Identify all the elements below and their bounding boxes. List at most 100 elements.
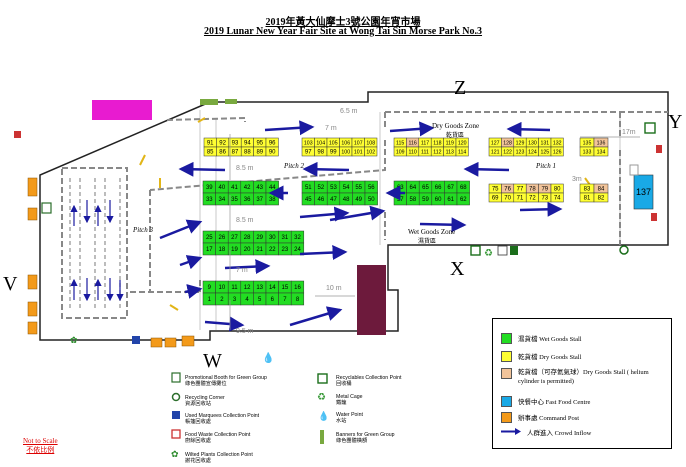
stall-number: 126 [553,150,562,156]
promotional-booth-icon [41,202,52,214]
stall-number: 24 [294,247,301,253]
stall-cell [550,146,564,157]
dry-zone-label: Dry Goods Zone [432,122,479,130]
stall-cell [364,146,378,157]
stall-number: 88 [244,150,251,156]
stall-cell [364,192,378,206]
stall-number: 34 [219,197,226,203]
stall-number: 135 [583,141,592,147]
stall-number: 49 [355,197,362,203]
wet-zone-label-zh: 濕貨區 [418,237,436,245]
distance-label: 6.5 m [340,108,358,115]
distance-label: 7 m [236,267,248,274]
stall-number: 127 [491,141,500,147]
stall-number: 11 [231,285,238,291]
command-post [27,321,38,335]
stall-number: 25 [206,235,213,241]
maroon-block [357,265,386,335]
stall-number: 133 [583,150,592,156]
legend-swatch-fastfood [501,396,512,407]
stall-number: 69 [492,196,499,202]
distance-label: 7 m [325,125,337,132]
recycling-corner-icon [619,245,629,255]
stall-number: 27 [231,235,238,241]
water-point-icon: 💧 [262,351,274,364]
stall-cell [290,292,305,306]
stall-number: 108 [366,141,375,147]
stall-number: 60 [435,197,442,203]
stall-number: 50 [368,197,375,203]
stall-number: 125 [540,150,549,156]
metal-cage-icon: ♻ [317,392,326,403]
stall-number: 41 [231,185,238,191]
legend: 濕貨檔 Wet Goods Stall 乾貨檔 Dry Goods Stall … [492,318,672,449]
wilted-plants-icon: ✿ [171,449,179,459]
stall-number: 89 [256,150,263,156]
stall-number: 67 [447,185,454,191]
stall-number: 101 [354,150,363,156]
legend-swatch-dry [501,351,512,362]
stall-number: 30 [269,235,276,241]
stall-number: 79 [541,187,548,193]
wilted-plants-icon: ✿ [70,335,78,345]
distance-label: 8.5 m [236,165,254,172]
stall-number: 15 [282,285,289,291]
stall-number: 56 [368,185,375,191]
scale-note: Not to Scale 不依比例 [23,437,58,454]
stall-number: 91 [207,141,214,147]
stall-number: 76 [504,187,511,193]
stall-number: 64 [410,185,417,191]
compass-y: Y [668,111,682,133]
stall-number: 100 [341,150,350,156]
stall-number: 93 [232,141,239,147]
stall-number: 44 [269,185,276,191]
stall-number: 2 [220,297,224,303]
compass-w: W [203,350,222,372]
stall-number: 113 [446,150,454,156]
stall-number: 115 [396,141,404,147]
stall-number: 128 [503,141,512,147]
promotional-booth-icon [171,372,181,383]
stall-number: 31 [282,235,289,241]
stall-number: 59 [422,197,429,203]
stall-number: 6 [271,297,275,303]
stall-number: 131 [540,141,549,147]
stall-number: 29 [256,235,263,241]
stall-number: 4 [245,297,249,303]
stall-number: 13 [256,285,263,291]
stall-number: 112 [433,150,441,156]
stall-number: 35 [231,197,238,203]
stall-number: 81 [584,196,591,202]
stall-number: 22 [269,247,276,253]
distance-label: 17m [622,129,636,136]
stall-number: 99 [330,150,337,156]
stall-number: 80 [554,187,561,193]
stall-number: 42 [244,185,251,191]
stall-number: 52 [318,185,325,191]
stall-number: 98 [317,150,324,156]
stall-number: 65 [422,185,429,191]
stall-number: 1 [208,297,212,303]
magenta-block [92,100,152,120]
stall-number: 86 [219,150,226,156]
command-post [27,177,38,197]
legend-dry-helium: 乾貨檔（可存氦氣球）Dry Goods Stall ( helium cylin… [501,368,661,386]
stall-number: 32 [294,235,301,241]
stall-number: 5 [258,297,262,303]
stall-number: 63 [397,185,404,191]
stall-number: 103 [304,141,313,147]
compass-v: V [3,273,18,295]
legend-swatch-wet [501,333,512,344]
stall-number: 120 [458,141,467,147]
stall-number: 17 [206,247,213,253]
stall-number: 19 [231,247,238,253]
legend-wet-goods: 濕貨檔 Wet Goods Stall [501,333,582,344]
used-marquees-icon [132,336,140,344]
stall-number: 7 [283,297,287,303]
distance-label: 3m [572,176,582,183]
